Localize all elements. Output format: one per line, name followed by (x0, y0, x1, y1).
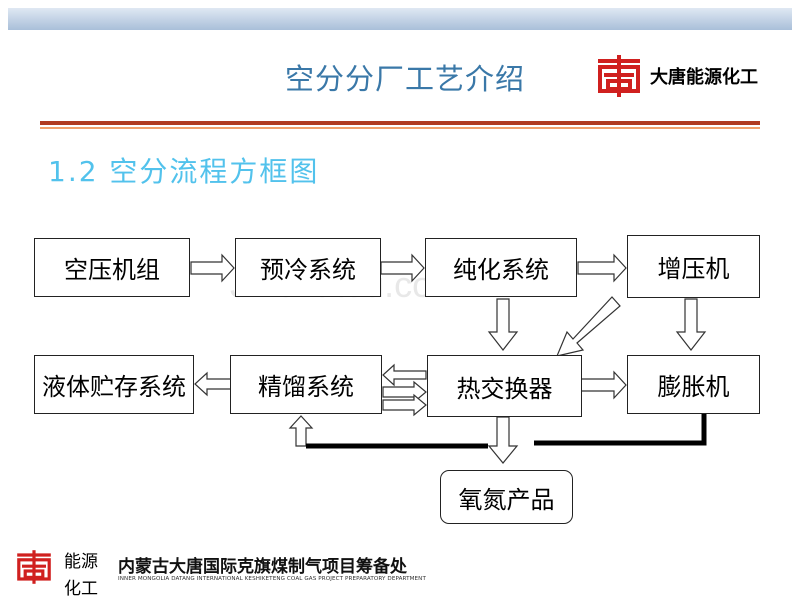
slide-title: 空分分厂工艺介绍 (284, 62, 525, 96)
arrow-purification-to-booster (577, 253, 627, 283)
box-air-compressor: 空压机组 (34, 238, 190, 297)
box-rectification-system: 精馏系统 (230, 355, 382, 414)
title-divider-dark (40, 121, 760, 125)
footer-organization-cn: 内蒙古大唐国际克旗煤制气项目筹备处 (118, 557, 407, 577)
arrow-compressor-to-precooling (190, 253, 235, 283)
section-heading: 1.2 空分流程方框图 (48, 155, 320, 188)
arrow-rectification-to-heat-exchanger-bottom (382, 393, 427, 417)
arrow-precooling-to-purification (380, 253, 425, 283)
arrow-purification-to-heat-exchanger (487, 298, 519, 351)
title-divider-light (40, 127, 760, 129)
arrow-booster-to-expander (675, 298, 707, 351)
datang-logo-icon (598, 55, 640, 97)
box-liquid-storage-system: 液体贮存系统 (34, 355, 194, 414)
top-gradient-bar (8, 8, 792, 30)
box-precooling-system: 预冷系统 (235, 238, 381, 297)
box-purification-system: 纯化系统 (425, 238, 577, 297)
arrow-booster-to-heat-exchanger (555, 296, 621, 357)
box-booster: 增压机 (627, 235, 760, 298)
arrow-return-to-rectification (288, 415, 314, 447)
datang-logo-icon (17, 550, 51, 584)
arrow-heat-exchanger-to-products (487, 416, 519, 464)
arrow-rectification-to-liquid-storage (194, 371, 232, 397)
box-oxygen-nitrogen-products: 氧氮产品 (440, 470, 573, 524)
footer-unit-line1: 能源 (64, 552, 98, 572)
arrow-heat-exchanger-to-expander (580, 370, 627, 400)
arrow-heat-exchanger-to-rectification-top (382, 363, 427, 387)
footer-unit-line2: 化工 (64, 579, 98, 599)
footer-organization-en: INNER MONGOLIA DATANG INTERNATIONAL KESH… (118, 576, 426, 582)
return-line-right (534, 414, 707, 446)
box-expander: 膨胀机 (627, 355, 760, 414)
box-heat-exchanger: 热交换器 (427, 355, 582, 417)
brand-name: 大唐能源化工 (650, 67, 758, 88)
